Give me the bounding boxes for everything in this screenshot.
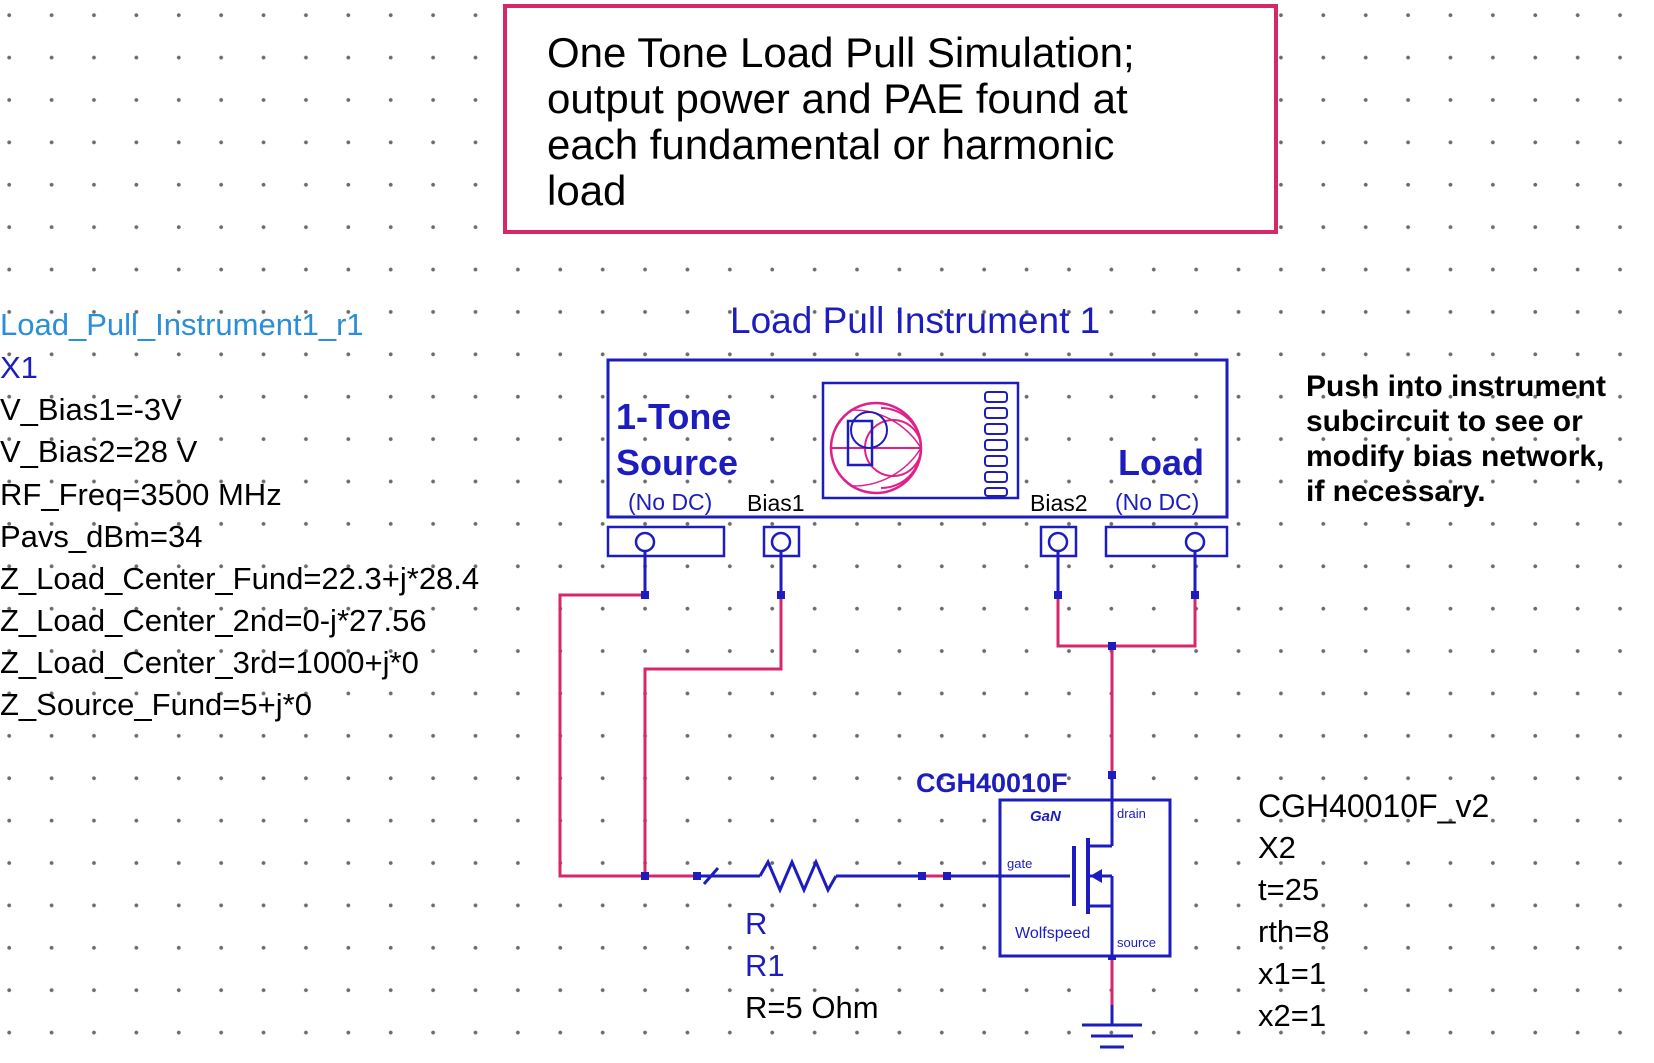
bias1-wire[interactable] — [643, 595, 783, 876]
note-line-1: One Tone Load Pull Simulation; — [547, 29, 1135, 76]
junction-dot — [1108, 642, 1116, 650]
resistor-type-label: R — [745, 906, 768, 941]
param-v-bias1: V_Bias1=-3V — [0, 392, 182, 427]
source-label-line2: Source — [616, 442, 739, 483]
source-port-box — [606, 525, 726, 558]
param-rf-freq: RF_Freq=3500 MHz — [0, 477, 282, 512]
transistor-param-x1: x1=1 — [1258, 956, 1327, 991]
note-line-3: each fundamental or harmonic — [547, 121, 1115, 168]
push-note-line-2: subcircuit to see or — [1306, 405, 1583, 438]
junction-dot — [777, 591, 785, 599]
instrument-name-label[interactable]: Load_Pull_Instrument1_r1 — [0, 307, 364, 342]
source-port-pin[interactable] — [634, 531, 656, 553]
bias1-port-pin[interactable] — [770, 531, 792, 553]
bias1-label: Bias1 — [747, 490, 805, 516]
load-pull-instrument-body[interactable] — [606, 358, 1229, 519]
simulation-note-box[interactable] — [503, 4, 1278, 234]
param-z-load-fund: Z_Load_Center_Fund=22.3+j*28.4 — [0, 561, 480, 596]
junction-dot — [641, 872, 649, 880]
transistor-gate-label: gate — [1007, 856, 1033, 871]
transistor-material-label: GaN — [1030, 808, 1061, 825]
source-label-line1: 1-Tone — [616, 396, 732, 437]
junction-dot — [641, 591, 649, 599]
load-nodc-label: (No DC) — [1115, 489, 1200, 515]
transistor-model-label[interactable]: CGH40010F_v2 — [1258, 788, 1490, 824]
bias2-port-pin[interactable] — [1047, 531, 1069, 553]
load-port-pin[interactable] — [1184, 531, 1206, 553]
load-port-box — [1104, 525, 1229, 558]
push-note-line-3: modify bias network, — [1306, 440, 1605, 473]
resistor-r1[interactable] — [695, 858, 922, 894]
transistor-brand-label: Wolfspeed — [1015, 925, 1091, 942]
resistor-value-label: R=5 Ohm — [745, 990, 879, 1025]
load-label: Load — [1118, 442, 1204, 483]
transistor-part-label: CGH40010F — [916, 768, 1068, 798]
param-z-source-fund: Z_Source_Fund=5+j*0 — [0, 687, 312, 722]
junction-dot — [1054, 591, 1062, 599]
param-pavs-dbm: Pavs_dBm=34 — [0, 519, 203, 554]
push-note-line-1: Push into instrument — [1306, 370, 1606, 403]
push-note-line-4: if necessary. — [1306, 475, 1486, 508]
transistor-param-t: t=25 — [1258, 872, 1320, 907]
param-v-bias2: V_Bias2=28 V — [0, 434, 198, 469]
transistor-drain-label: drain — [1117, 806, 1146, 821]
transistor-id-label: X2 — [1258, 830, 1296, 865]
bias2-label: Bias2 — [1030, 490, 1088, 516]
junction-dot — [1191, 591, 1199, 599]
source-wire[interactable] — [558, 593, 645, 878]
ground-symbol — [1082, 1005, 1142, 1049]
transistor-source-label: source — [1117, 935, 1157, 950]
note-line-4: load — [547, 167, 627, 214]
param-z-load-2nd: Z_Load_Center_2nd=0-j*27.56 — [0, 603, 427, 638]
transistor-param-x2: x2=1 — [1258, 998, 1327, 1033]
transistor-cgh40010f[interactable] — [945, 775, 1172, 958]
instrument-title: Load Pull Instrument 1 — [730, 300, 1101, 341]
source-nodc-label: (No DC) — [628, 489, 713, 515]
note-line-2: output power and PAE found at — [547, 75, 1128, 122]
instrument-id-label: X1 — [0, 350, 38, 385]
drain-bias-wire[interactable] — [1056, 595, 1197, 648]
transistor-param-rth: rth=8 — [1258, 914, 1330, 949]
resistor-id-label: R1 — [745, 948, 785, 983]
param-z-load-3rd: Z_Load_Center_3rd=1000+j*0 — [0, 645, 419, 680]
smith-chart-icon — [821, 381, 1020, 500]
